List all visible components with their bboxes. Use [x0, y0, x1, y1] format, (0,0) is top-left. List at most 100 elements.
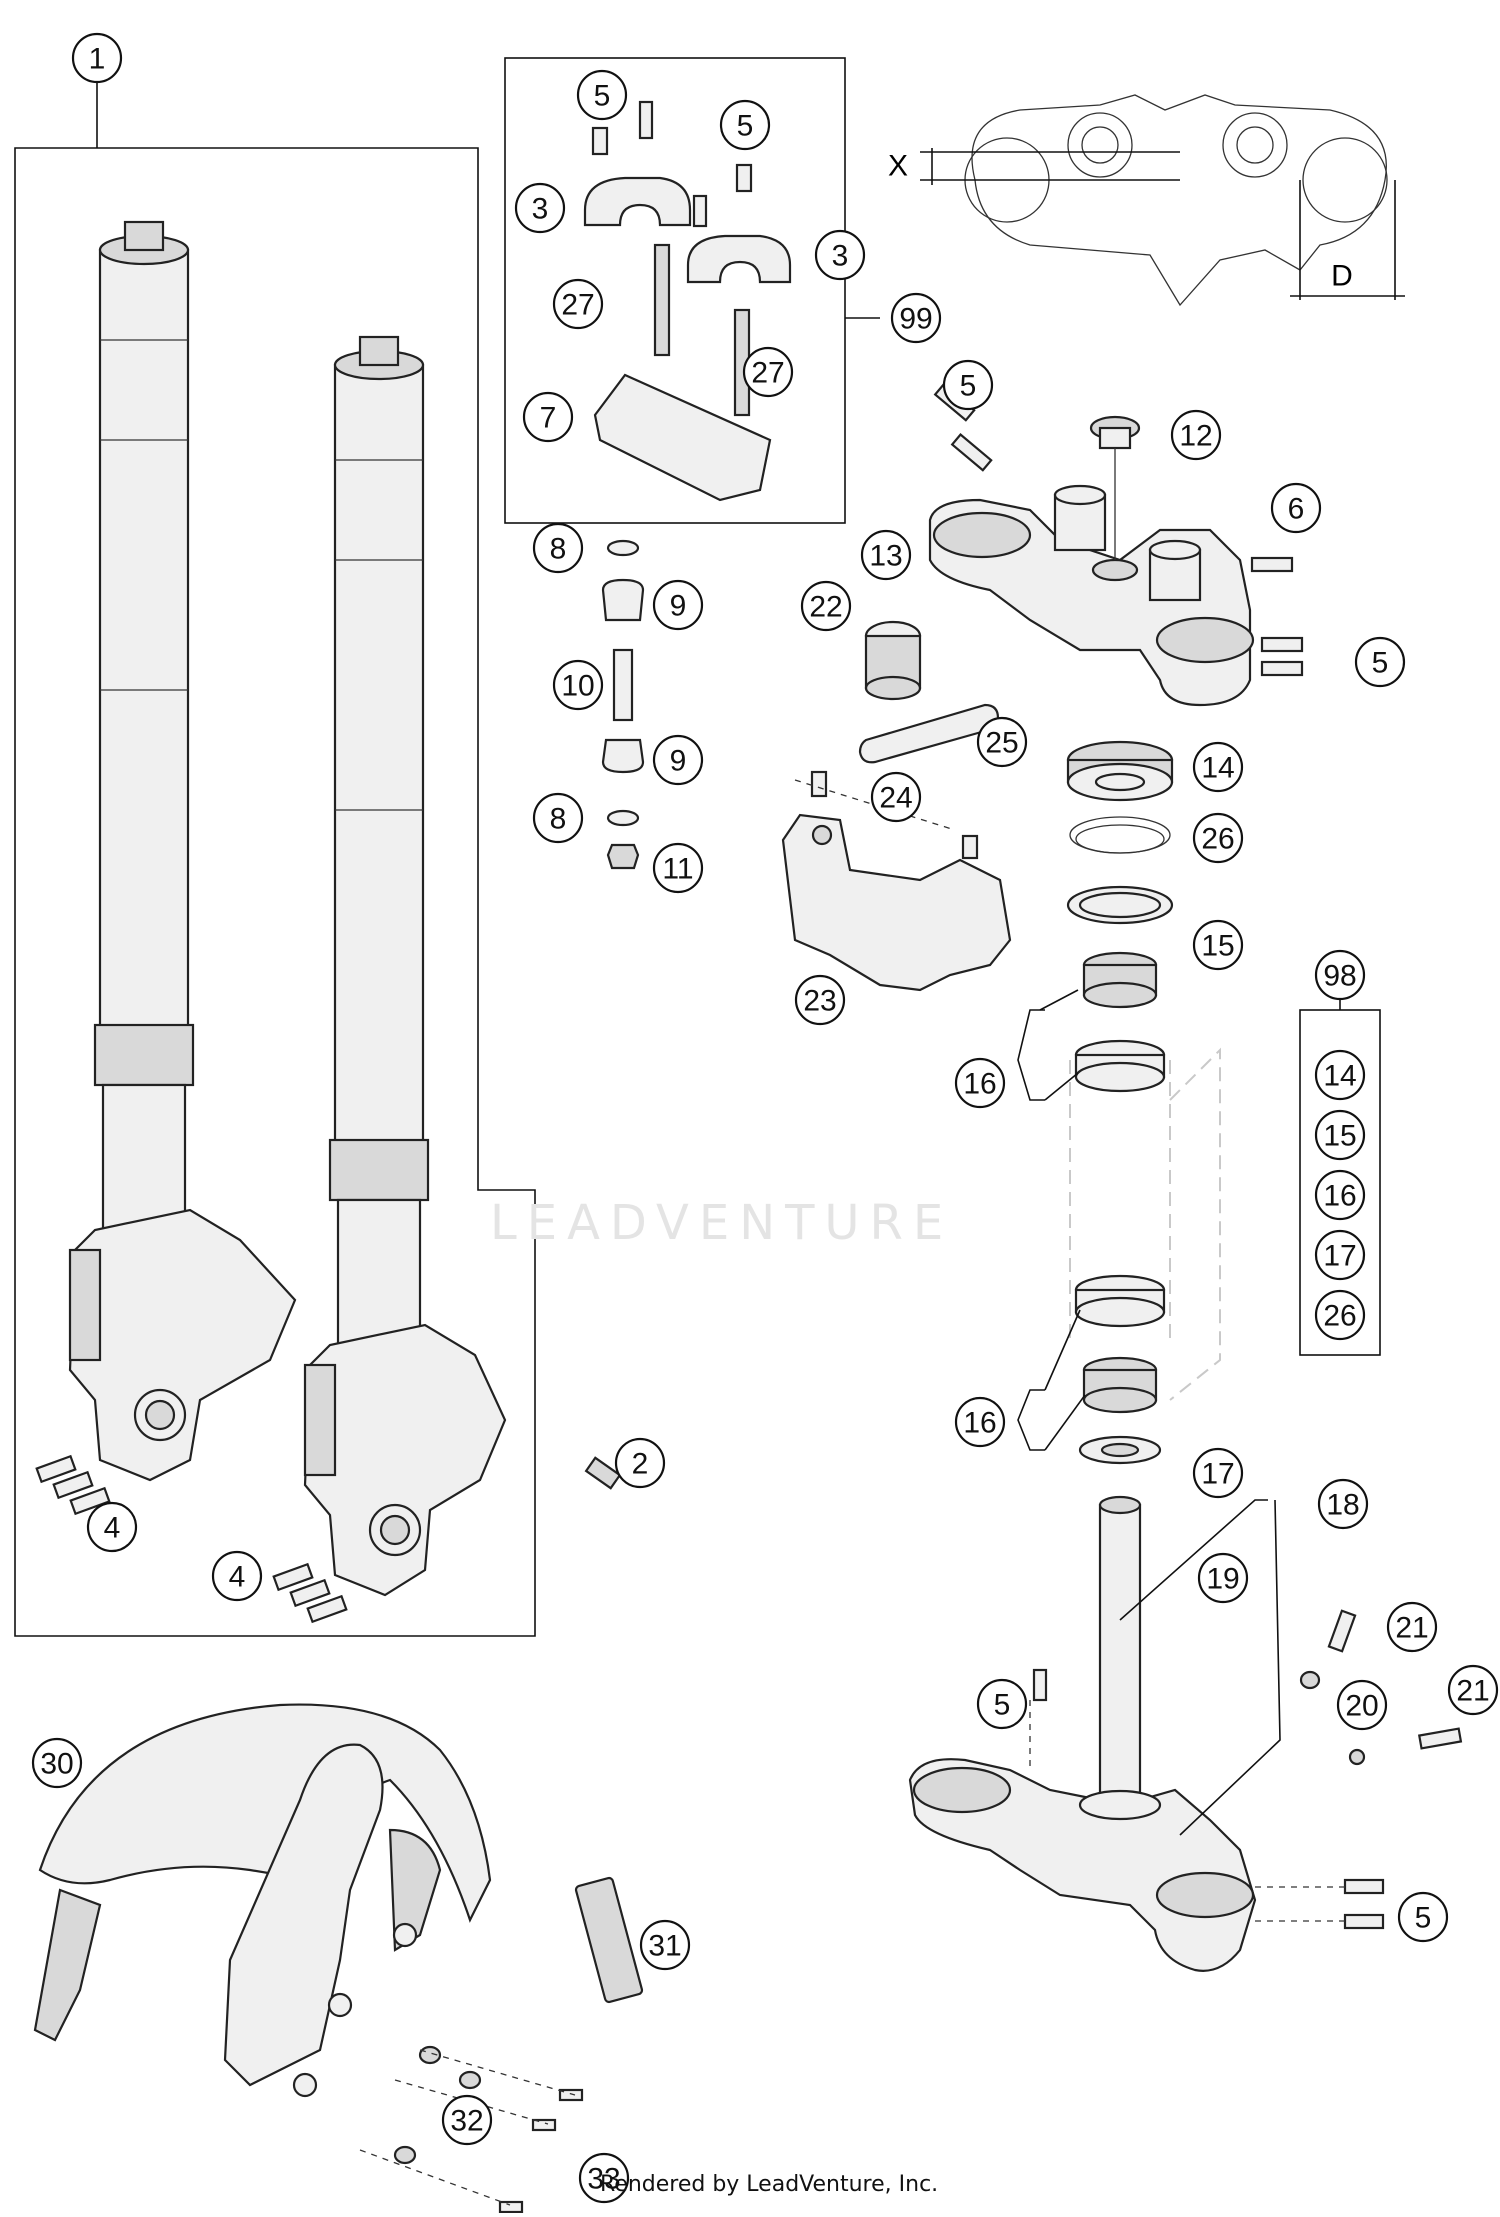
- callout-circle: [578, 2152, 630, 2204]
- callout-circle: [1336, 1679, 1388, 1731]
- dimension-label-x: X: [888, 150, 908, 183]
- callout-number: 21: [1395, 1612, 1428, 1645]
- callout-8: 8: [532, 792, 584, 844]
- callout-13: 13: [860, 529, 912, 581]
- callout-number: 8: [550, 533, 567, 566]
- callout-circle: [742, 346, 794, 398]
- callout-6: 6: [1270, 482, 1322, 534]
- fork-group-frame: [14, 147, 536, 1637]
- callout-circle: [1314, 1229, 1366, 1281]
- callout-circle: [1447, 1664, 1499, 1716]
- callout-circle: [652, 842, 704, 894]
- callout-number: 5: [960, 370, 977, 403]
- callout-circle: [860, 529, 912, 581]
- handlebar-clamps: [583, 100, 792, 502]
- callout-number: 7: [540, 402, 557, 435]
- callout-circle: [976, 1678, 1028, 1730]
- callout-number: 16: [963, 1068, 996, 1101]
- callout-circle: [1270, 482, 1322, 534]
- fork-leg-left: [68, 220, 297, 1482]
- assembly-guide-lines: [794, 779, 1345, 1922]
- callout-number: 20: [1345, 1690, 1378, 1723]
- callout-20: 20: [1336, 1679, 1388, 1731]
- callout-circle: [576, 69, 628, 121]
- callout-circle: [942, 359, 994, 411]
- callout-2: 2: [614, 1437, 666, 1489]
- callout-16: 16: [954, 1396, 1006, 1448]
- callout-circle: [976, 716, 1028, 768]
- callout-17: 17: [1192, 1447, 1244, 1499]
- callout-circle: [1314, 1049, 1366, 1101]
- callout-5: 5: [1397, 1891, 1449, 1943]
- callout-number: 16: [1323, 1180, 1356, 1213]
- callout-circle: [1386, 1601, 1438, 1653]
- fender-hardware: [359, 2045, 584, 2214]
- bearing-stack: [1066, 740, 1174, 1093]
- callout-number: 19: [1206, 1563, 1239, 1596]
- lower-triple-clamp: [908, 1495, 1257, 1972]
- callout-22: 22: [800, 580, 852, 632]
- kit-item-14: 14: [1314, 1049, 1366, 1101]
- callout-9: 9: [652, 734, 704, 786]
- callout-number: 6: [1288, 493, 1305, 526]
- upper-triple-clamp: [928, 484, 1255, 707]
- kit-item-17: 17: [1314, 1229, 1366, 1281]
- axle-clamp-bolts-right: [272, 1562, 348, 1624]
- callout-number: 23: [803, 985, 836, 1018]
- callout-99: 99: [890, 292, 942, 344]
- leader-line: [1044, 1072, 1079, 1101]
- callout-33: 33: [578, 2152, 630, 2204]
- callout-circle: [211, 1550, 263, 1602]
- callout-circle: [1314, 949, 1366, 1001]
- callout-3: 3: [514, 182, 566, 234]
- callout-circle: [652, 734, 704, 786]
- callout-number: 5: [1372, 647, 1389, 680]
- top-clamp-top-view: [920, 94, 1405, 307]
- callout-circle: [890, 292, 942, 344]
- callout-4: 4: [211, 1550, 263, 1602]
- callout-number: 10: [561, 670, 594, 703]
- lower-bearing-stack: [1074, 1274, 1166, 1465]
- dimension-label-d: D: [1331, 260, 1353, 293]
- callout-circle: [532, 792, 584, 844]
- leader-line: [1039, 989, 1079, 1011]
- callout-circle: [1192, 812, 1244, 864]
- leader-bracket: [1017, 1389, 1045, 1451]
- callout-circle: [71, 32, 123, 84]
- callout-number: 2: [632, 1448, 649, 1481]
- callout-24: 24: [870, 771, 922, 823]
- callout-number: 21: [1456, 1675, 1489, 1708]
- callout-number: 30: [40, 1748, 73, 1781]
- damper-bracket: [781, 770, 1012, 992]
- callout-12: 12: [1170, 409, 1222, 461]
- fork-guard-pad: [574, 1876, 644, 2004]
- callout-circle: [552, 659, 604, 711]
- callout-circle: [870, 771, 922, 823]
- callout-number: 12: [1179, 420, 1212, 453]
- callout-25: 25: [976, 716, 1028, 768]
- callout-circle: [719, 99, 771, 151]
- callout-circle: [1192, 741, 1244, 793]
- leader-line: [1119, 1499, 1268, 1621]
- kit-98-contents: 14 15 16 17 26: [1314, 1049, 1366, 1341]
- callout-16: 16: [954, 1057, 1006, 1109]
- callout-3: 3: [814, 229, 866, 281]
- render-credit: Rendered by LeadVenture, Inc.: [600, 2172, 939, 2197]
- callout-number: 98: [1323, 960, 1356, 993]
- callout-circle: [639, 1919, 691, 1971]
- callout-number: 15: [1323, 1120, 1356, 1153]
- bar-mount-hardware: [601, 539, 645, 870]
- callout-circle: [794, 974, 846, 1026]
- kit-item-26: 26: [1314, 1289, 1366, 1341]
- callout-circle: [1354, 636, 1406, 688]
- callout-layer: 1233445556555788991011121314151616171819…: [31, 32, 1499, 2204]
- callout-number: 5: [1415, 1902, 1432, 1935]
- kit-item-15: 15: [1314, 1109, 1366, 1161]
- callout-number: 5: [594, 80, 611, 113]
- callout-number: 14: [1323, 1060, 1356, 1093]
- callout-number: 27: [561, 289, 594, 322]
- front-fender: [33, 1703, 492, 2098]
- callout-number: 22: [809, 591, 842, 624]
